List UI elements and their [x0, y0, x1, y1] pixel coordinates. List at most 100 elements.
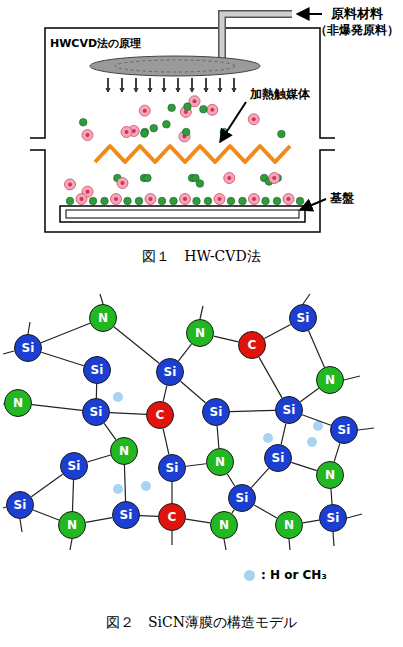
gas-pipe: [222, 14, 292, 62]
atom-circle: N: [316, 461, 344, 489]
bond-line: [86, 518, 112, 523]
atom-circle: Si: [156, 358, 184, 386]
atom-circle: N: [206, 448, 234, 476]
atom-circle: Si: [83, 356, 111, 384]
bond-line: [31, 474, 62, 497]
atom-circle: Si: [60, 452, 88, 480]
bond-line: [331, 489, 332, 504]
atom-circle: N: [316, 366, 344, 394]
bond-line: [334, 443, 340, 461]
atom-circle: Si: [275, 396, 303, 424]
substrate-holder-inner: [66, 210, 299, 218]
atom-circle: Si: [202, 398, 230, 426]
gas-flow: [106, 78, 236, 92]
atom-circle: N: [275, 511, 303, 539]
atom-symbol: Si: [289, 304, 317, 332]
atom-symbol: Si: [264, 444, 292, 472]
bond-line: [214, 336, 239, 342]
material-note: （非爆発原料）: [315, 22, 399, 39]
atom-symbol: N: [110, 437, 138, 465]
atom-symbol: C: [158, 503, 186, 531]
atom-symbol: Si: [14, 334, 42, 362]
h-ch3-dots: [113, 392, 323, 494]
bond-line: [232, 510, 234, 514]
atom-symbol: N: [275, 511, 303, 539]
atom-circle: Si: [289, 304, 317, 332]
atom-symbol: Si: [202, 398, 230, 426]
atom-circle: Si: [112, 501, 140, 529]
dangling-bonds: [3, 294, 374, 550]
bond-line: [171, 482, 172, 503]
bond-line: [302, 415, 331, 425]
bond-line: [96, 384, 98, 398]
atom-symbol: N: [4, 389, 32, 417]
bond-line: [114, 327, 159, 363]
atom-symbol: Si: [60, 452, 88, 480]
atom-circle: N: [110, 437, 138, 465]
atom-circle: N: [210, 511, 238, 539]
atom-circle: C: [158, 503, 186, 531]
atom-symbol: Si: [82, 398, 110, 426]
atom-symbol: Si: [156, 358, 184, 386]
substrate-holder: [60, 206, 305, 222]
substrate-label: 基盤: [330, 190, 354, 207]
atom-symbol: N: [316, 366, 344, 394]
atom-circle: Si: [82, 398, 110, 426]
legend-text: : H or CH₃: [261, 568, 327, 582]
bond-line: [300, 388, 318, 401]
atom-symbol: N: [316, 461, 344, 489]
atom-circle: Si: [6, 491, 34, 519]
atom-circle: C: [146, 401, 174, 429]
bond-line: [186, 519, 210, 523]
atom-symbol: Si: [6, 491, 34, 519]
bond-line: [33, 510, 59, 520]
heated-catalyst: [95, 146, 290, 162]
gas-pipe-outline: [222, 14, 292, 62]
leader-arrow: [297, 13, 322, 15]
legend-swatch: [244, 570, 255, 581]
bond-line: [186, 464, 206, 467]
bond-line: [217, 426, 219, 448]
atom-symbol: Si: [228, 484, 256, 512]
bond-line: [41, 323, 90, 343]
atom-circle: Si: [330, 416, 358, 444]
atom-circle: N: [186, 319, 214, 347]
material-label: 原料材料: [331, 5, 383, 23]
gas-particles: [65, 96, 304, 205]
atom-circle: Si: [158, 454, 186, 482]
chamber-lid: [30, 28, 335, 138]
atom-circle: Si: [264, 444, 292, 472]
atom-symbol: Si: [330, 416, 358, 444]
leader-arrow: [300, 199, 326, 210]
atom-circle: Si: [228, 484, 256, 512]
bond-line: [259, 357, 282, 398]
atom-symbol: C: [238, 331, 266, 359]
bond-line: [124, 465, 125, 501]
bond-line: [179, 344, 192, 361]
bond-line: [140, 515, 158, 517]
bond-line: [291, 462, 316, 470]
bond-line: [303, 520, 319, 523]
bond-line: [110, 413, 146, 415]
atom-symbol: N: [89, 304, 117, 332]
bond-line: [230, 410, 275, 411]
bond-line: [181, 381, 206, 403]
bond-line: [163, 386, 167, 402]
atom-circle: N: [4, 389, 32, 417]
atom-symbol: C: [146, 401, 174, 429]
bond-line: [32, 405, 82, 411]
bond-line: [227, 474, 234, 486]
bond-line: [251, 468, 268, 487]
atom-circle: C: [238, 331, 266, 359]
figure-caption: 図２ SiCN薄膜の構造モデル: [0, 614, 403, 632]
bond-line: [281, 424, 286, 445]
leader-arrow: [220, 102, 246, 142]
figure-caption: 図１ HW-CVD法: [0, 248, 403, 266]
atom-symbol: N: [210, 511, 238, 539]
atom-circle: Si: [14, 334, 42, 362]
bond-line: [87, 455, 110, 462]
bond-line: [41, 352, 83, 365]
atom-symbol: Si: [319, 504, 347, 532]
atom-symbol: Si: [83, 356, 111, 384]
figure-inset-title: HWCVD法の原理: [50, 36, 141, 51]
